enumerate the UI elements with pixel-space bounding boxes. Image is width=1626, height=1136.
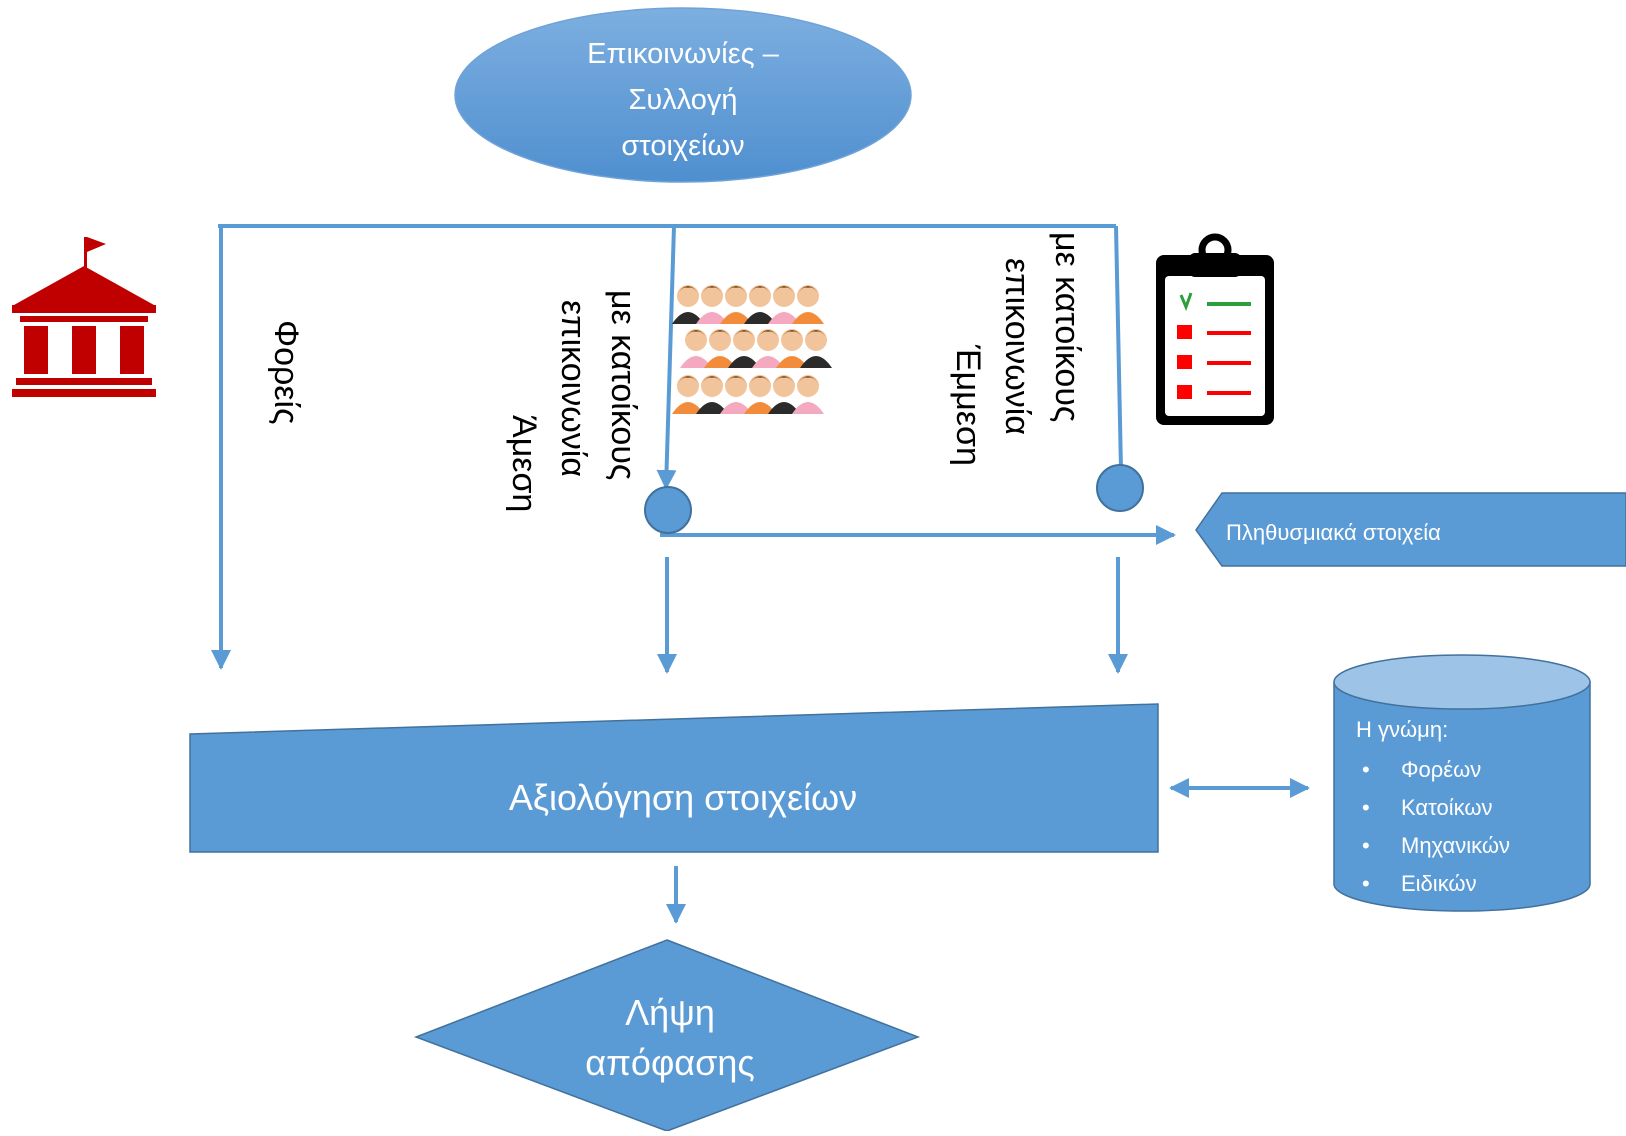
emmesi-line-2: επικοινωνία [998,258,1036,435]
institution-building-icon [12,237,156,397]
foreis-label: Φορείς [267,320,305,424]
decision-line-1: Λήψη [625,992,715,1033]
emmesi-vertical-line [1114,225,1123,471]
communications-line-1: Επικοινωνίες – [587,38,780,70]
opinion-item: Μηχανικών [1401,833,1510,858]
amesi-connector-circle [644,486,692,534]
opinion-list: • Φορέων • Κατοίκων • Μηχανικών • Ειδικώ… [1362,757,1510,896]
amesi-label: Άμεση επικοινωνία με κατοίκους [505,290,642,512]
decision-node: Λήψη απόφασης [413,939,921,1132]
communications-line-3: στοιχείων [621,130,744,162]
connector-lines [211,224,1310,924]
opinion-database: Η γνώμη: • Φορέων • Κατοίκων • Μηχανικών… [1333,654,1591,912]
opinion-item: Κατοίκων [1401,795,1493,820]
opinion-item: Φορέων [1401,757,1481,782]
opinion-item: Ειδικών [1401,871,1477,896]
emmesi-label: Έμμεση επικοινωνία με κατοίκους [949,232,1086,466]
evaluation-label: Αξιολόγηση στοιχείων [509,777,857,818]
population-data-box: Πληθυσμιακά στοιχεία [1195,492,1626,567]
checklist-clipboard-icon [1156,233,1274,425]
opinion-title: Η γνώμη: [1356,717,1448,742]
bullet-icon: • [1362,757,1370,782]
amesi-line-2: επικοινωνία [554,300,592,477]
people-group-icon [672,285,832,414]
amesi-down-arrow [656,225,677,490]
communications-line-2: Συλλογή [628,84,737,116]
evaluation-box: Αξιολόγηση στοιχείων [189,703,1159,853]
emmesi-line-3: με κατοίκους [1048,232,1086,422]
bullet-icon: • [1362,833,1370,858]
bullet-icon: • [1362,795,1370,820]
communications-node: Επικοινωνίες – Συλλογή στοιχείων [454,7,912,183]
bullet-icon: • [1362,871,1370,896]
emmesi-connector-circle [1096,464,1144,512]
amesi-line-3: με κατοίκους [604,290,642,480]
decision-line-2: απόφασης [585,1042,754,1083]
amesi-line-1: Άμεση [505,415,543,512]
emmesi-line-1: Έμμεση [949,344,987,466]
population-data-label: Πληθυσμιακά στοιχεία [1226,520,1441,545]
